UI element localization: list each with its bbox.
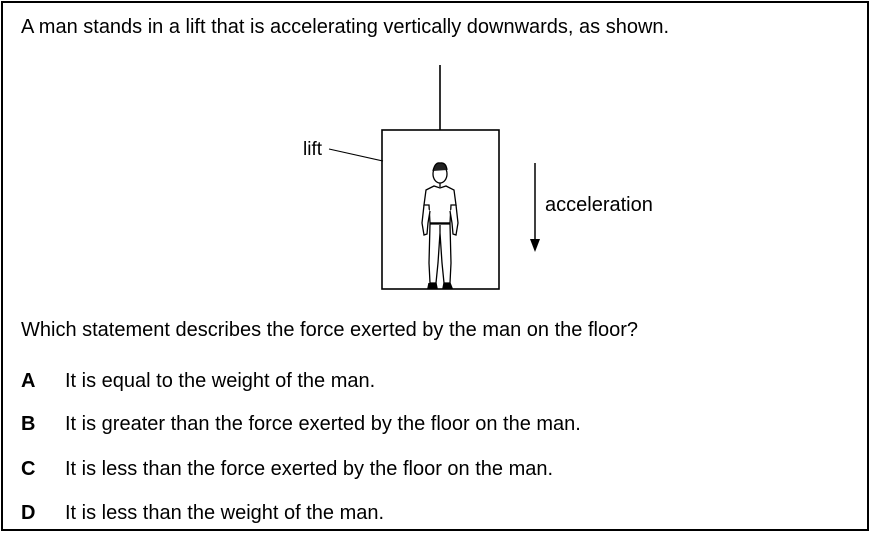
option-text: It is equal to the weight of the man. [65,370,376,392]
man-figure [421,162,459,289]
option-letter: D [21,502,36,524]
lift-diagram-svg: lift [303,65,653,290]
option-text: It is less than the force exerted by the… [65,458,554,480]
option-letter: A [21,370,36,392]
question-stem: A man stands in a lift that is accelerat… [21,16,670,38]
lift-diagram: lift [283,63,703,303]
lift-label-leader [328,148,384,162]
option-text: It is less than the weight of the man. [65,502,385,524]
lift-box [381,129,500,290]
option-letter: B [21,413,36,435]
option-text: It is greater than the force exerted by … [65,413,581,435]
acceleration-arrow-head [530,239,540,252]
question-prompt: Which statement describes the force exer… [21,319,638,341]
option-letter: C [21,458,36,480]
lift-label: lift [303,139,323,160]
acceleration-label: acceleration [545,194,653,216]
